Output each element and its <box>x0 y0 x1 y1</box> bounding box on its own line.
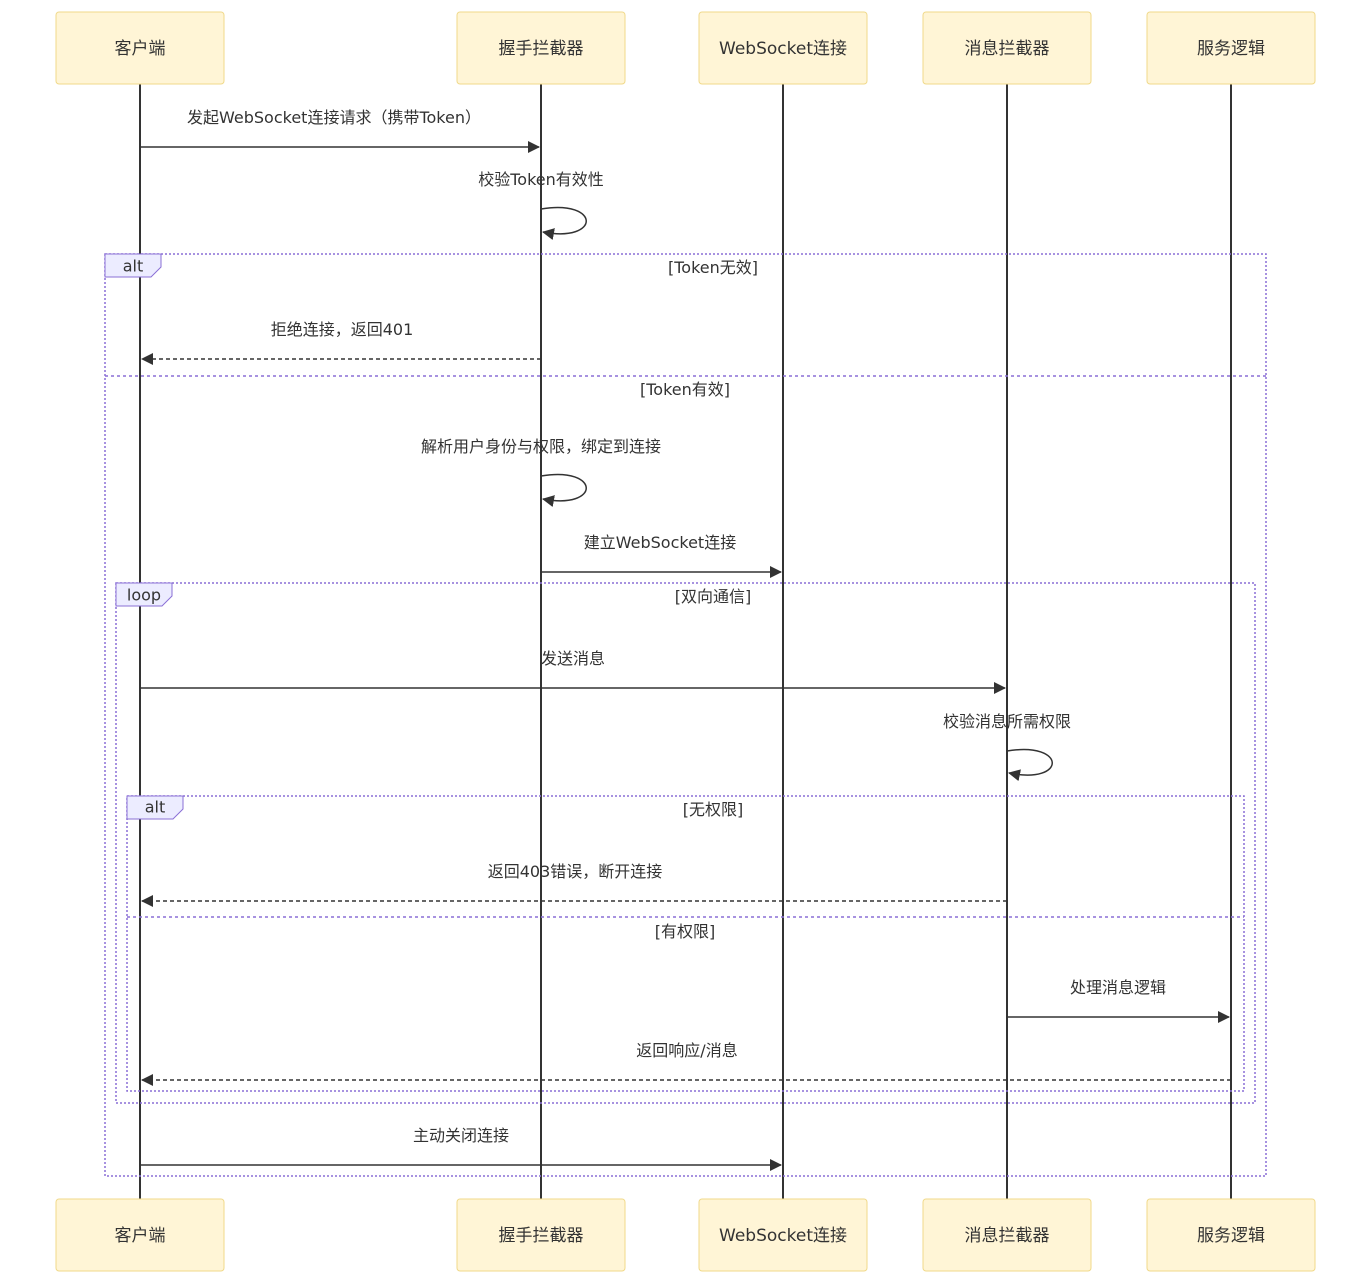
actor-label: 握手拦截器 <box>499 39 584 59</box>
actor-label: 服务逻辑 <box>1197 1226 1265 1246</box>
message-label: 建立WebSocket连接 <box>584 533 736 552</box>
actor-client-bottom: 客户端 <box>55 1198 225 1272</box>
actors-top: 客户端 握手拦截器 WebSocket连接 消息拦截器 服务逻辑 <box>55 11 1316 85</box>
actor-label: 消息拦截器 <box>965 39 1050 59</box>
actor-label: 客户端 <box>115 1226 166 1246</box>
frame-label-alt-inner: alt <box>145 798 166 817</box>
frame-alt-permission: alt [无权限] [有权限] <box>126 795 1245 1092</box>
frame-tag-alt-inner <box>126 795 184 820</box>
frame-condition-bidirectional: [双向通信] <box>675 587 752 606</box>
actor-ws-bottom: WebSocket连接 <box>698 1198 868 1272</box>
frame-condition-token-invalid: [Token无效] <box>668 258 758 277</box>
actor-label: 消息拦截器 <box>965 1226 1050 1246</box>
frame-tag-alt <box>104 253 162 278</box>
message-label: 返回响应/消息 <box>636 1041 737 1060</box>
message-label: 解析用户身份与权限，绑定到连接 <box>421 437 661 456</box>
message-label: 处理消息逻辑 <box>1070 978 1166 997</box>
message-label: 校验消息所需权限 <box>943 712 1071 731</box>
actor-handshake-bottom: 握手拦截器 <box>456 1198 626 1272</box>
message-label: 返回403错误，断开连接 <box>488 862 663 881</box>
frame-alt-token: alt [Token无效] [Token有效] <box>104 253 1267 1177</box>
frame-condition-token-valid: [Token有效] <box>640 380 730 399</box>
actor-label: WebSocket连接 <box>719 1226 847 1246</box>
message-self-arrow <box>540 473 587 507</box>
actor-label: 握手拦截器 <box>499 1226 584 1246</box>
actor-handshake: 握手拦截器 <box>456 11 626 85</box>
actor-label: WebSocket连接 <box>719 39 847 59</box>
frame-condition-has-permission: [有权限] <box>655 922 716 941</box>
actor-msgint-bottom: 消息拦截器 <box>922 1198 1092 1272</box>
frame-tag-loop <box>115 582 173 607</box>
actor-label: 服务逻辑 <box>1197 39 1265 59</box>
lifelines <box>139 84 1232 1199</box>
actor-label: 客户端 <box>115 39 166 59</box>
actor-service: 服务逻辑 <box>1146 11 1316 85</box>
actor-client: 客户端 <box>55 11 225 85</box>
message-label: 校验Token有效性 <box>478 170 604 189</box>
actors-bottom: 客户端 握手拦截器 WebSocket连接 消息拦截器 服务逻辑 <box>55 1198 1316 1272</box>
message-label: 拒绝连接，返回401 <box>271 320 414 339</box>
message-label: 发起WebSocket连接请求（携带Token） <box>187 108 481 127</box>
actor-service-bottom: 服务逻辑 <box>1146 1198 1316 1272</box>
message-label: 发送消息 <box>541 649 605 668</box>
actor-ws: WebSocket连接 <box>698 11 868 85</box>
frame-condition-no-permission: [无权限] <box>683 800 744 819</box>
messages: 发起WebSocket连接请求（携带Token） 校验Token有效性 拒绝连接… <box>140 108 1231 1171</box>
message-self-arrow <box>1006 748 1053 782</box>
frame-label-alt: alt <box>123 257 144 276</box>
frame-label-loop: loop <box>127 586 161 605</box>
frame-loop: loop [双向通信] <box>115 582 1256 1104</box>
message-label: 主动关闭连接 <box>413 1126 509 1145</box>
actor-msgint: 消息拦截器 <box>922 11 1092 85</box>
message-self-arrow <box>540 206 587 240</box>
